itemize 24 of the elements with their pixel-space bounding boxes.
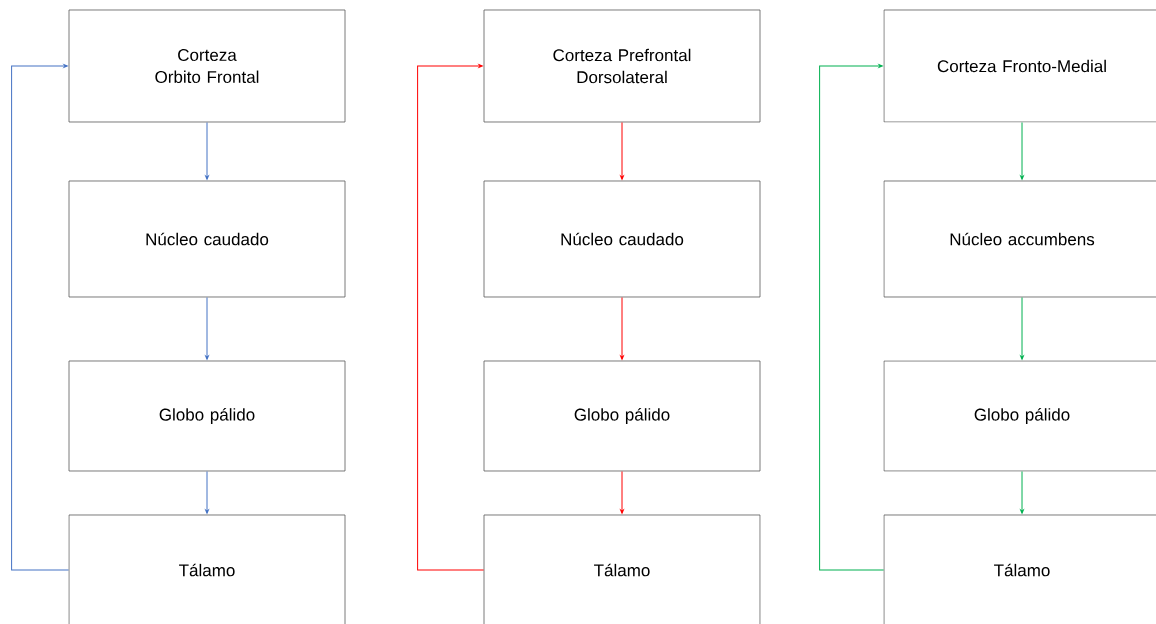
process-box: Núcleo caudado bbox=[483, 180, 761, 298]
process-box: Globo pálido bbox=[883, 360, 1156, 472]
process-box: Tálamo bbox=[883, 514, 1156, 624]
process-box: Tálamo bbox=[68, 514, 346, 624]
arrow bbox=[620, 470, 624, 514]
arrow bbox=[1020, 296, 1024, 360]
arrow bbox=[417, 64, 485, 571]
arrow bbox=[1020, 121, 1024, 180]
process-box: Corteza Orbito Frontal bbox=[68, 9, 346, 123]
arrow bbox=[205, 470, 209, 514]
process-box: Globo pálido bbox=[68, 360, 346, 472]
process-box: Globo pálido bbox=[483, 360, 761, 472]
process-box: Núcleo caudado bbox=[68, 180, 346, 298]
process-box: Tálamo bbox=[483, 514, 761, 624]
process-box: Corteza Prefrontal Dorsolateral bbox=[483, 9, 761, 123]
process-box: Corteza Fronto-Medial bbox=[883, 9, 1156, 123]
arrow bbox=[620, 296, 624, 360]
arrow bbox=[819, 64, 885, 571]
process-box: Núcleo accumbens bbox=[883, 180, 1156, 298]
arrow bbox=[620, 121, 624, 180]
arrow bbox=[205, 121, 209, 180]
arrow bbox=[11, 64, 70, 571]
arrow bbox=[205, 296, 209, 360]
arrow bbox=[1020, 470, 1024, 514]
